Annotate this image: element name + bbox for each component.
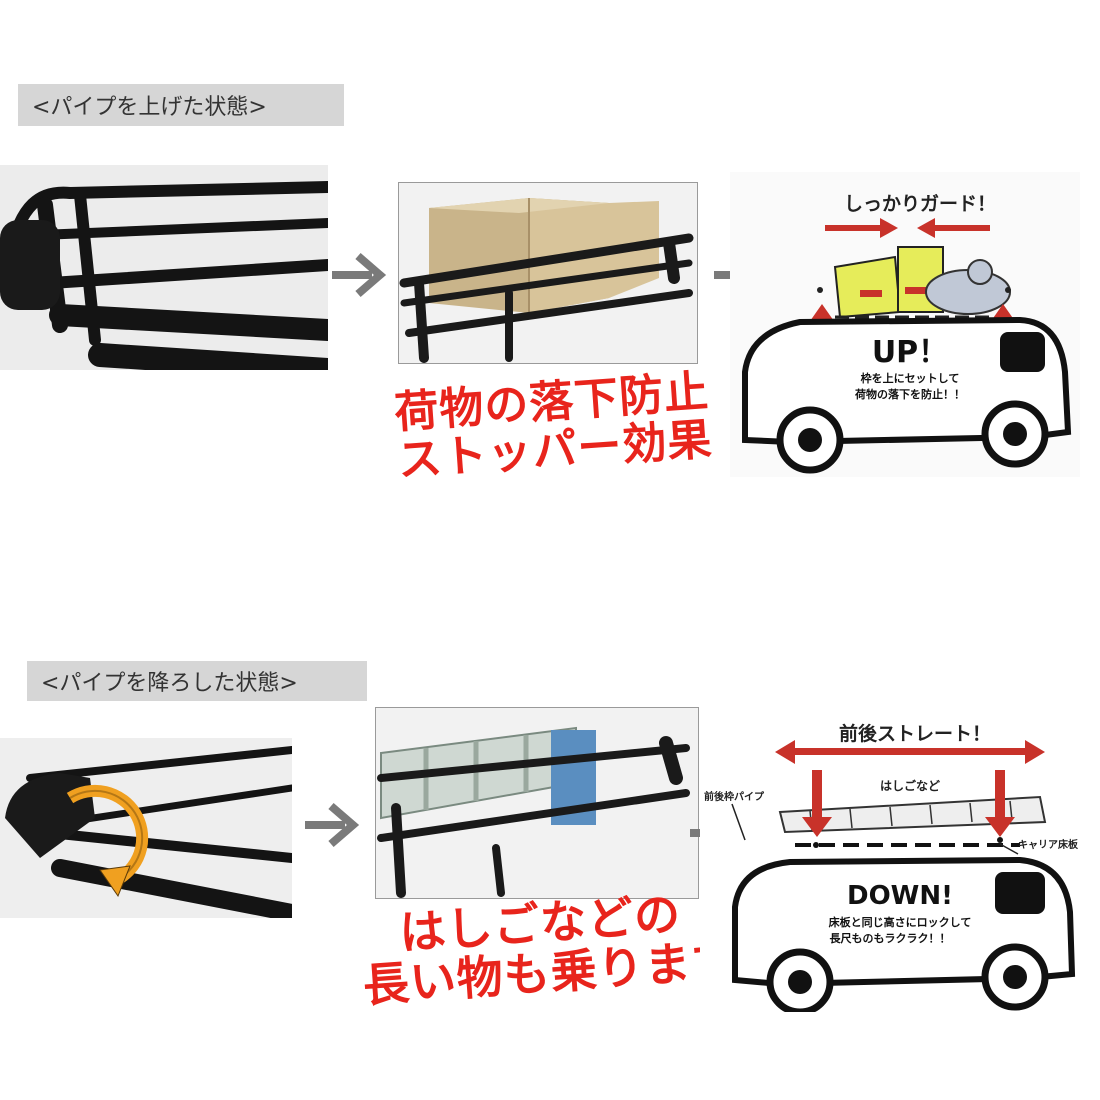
- lowered-state-label: <パイプを降ろした状態>: [27, 661, 367, 701]
- ladder-drawing: [376, 708, 698, 898]
- raised-state-label-text: <パイプを上げた状態>: [32, 95, 267, 120]
- van-down-illustration: 前後ストレート！ はしごなど 前後枠パイプ キャリア床板: [700, 712, 1085, 1016]
- ladder-label: はしごなど: [880, 778, 940, 793]
- down-big-label: DOWN!: [847, 881, 953, 911]
- guard-title: しっかりガード！: [844, 193, 996, 215]
- rack-photo-lowered: [0, 738, 292, 918]
- fall-prevention-caption: 荷物の落下防止 ストッパー効果: [393, 366, 714, 486]
- rack-photo-raised: [0, 165, 328, 370]
- van-down-drawing: 前後ストレート！ はしごなど 前後枠パイプ キャリア床板: [700, 712, 1085, 1016]
- up-desc-line-2: 荷物の落下を防止！！: [854, 387, 965, 401]
- pipe-label: 前後枠パイプ: [704, 790, 765, 803]
- straight-double-arrow: [775, 740, 1045, 764]
- rotate-arrow-icon: [66, 784, 149, 898]
- arrow-right-icon: [305, 802, 360, 848]
- straight-title: 前後ストレート！: [839, 722, 991, 745]
- cargo-boxes-photo: [398, 182, 698, 364]
- rack-raised-drawing: [0, 165, 328, 370]
- down-desc-line-1: 床板と同じ高さにロックして: [829, 915, 972, 929]
- arrow-right-icon: [332, 252, 387, 298]
- carrier-label: キャリア床板: [1018, 838, 1079, 851]
- cargo-boxes-drawing: [399, 183, 697, 363]
- long-items-caption: はしごなどの 長い物も乗ります: [358, 886, 740, 1013]
- raised-state-label: <パイプを上げた状態>: [18, 84, 344, 126]
- van-up-drawing: しっかりガード！ UP！ 枠を上にセットして: [730, 172, 1080, 477]
- guard-arrows: [825, 218, 990, 238]
- up-big-label: UP！: [872, 335, 948, 370]
- lowered-state-label-text: <パイプを降ろした状態>: [41, 671, 298, 696]
- down-desc-line-2: 長尺ものもラクラク！！: [830, 932, 951, 945]
- ladder-photo: [375, 707, 699, 899]
- rack-lowered-drawing: [0, 738, 292, 918]
- van-up-illustration: しっかりガード！ UP！ 枠を上にセットして: [730, 172, 1080, 477]
- up-desc-line-1: 枠を上にセットして: [861, 371, 960, 385]
